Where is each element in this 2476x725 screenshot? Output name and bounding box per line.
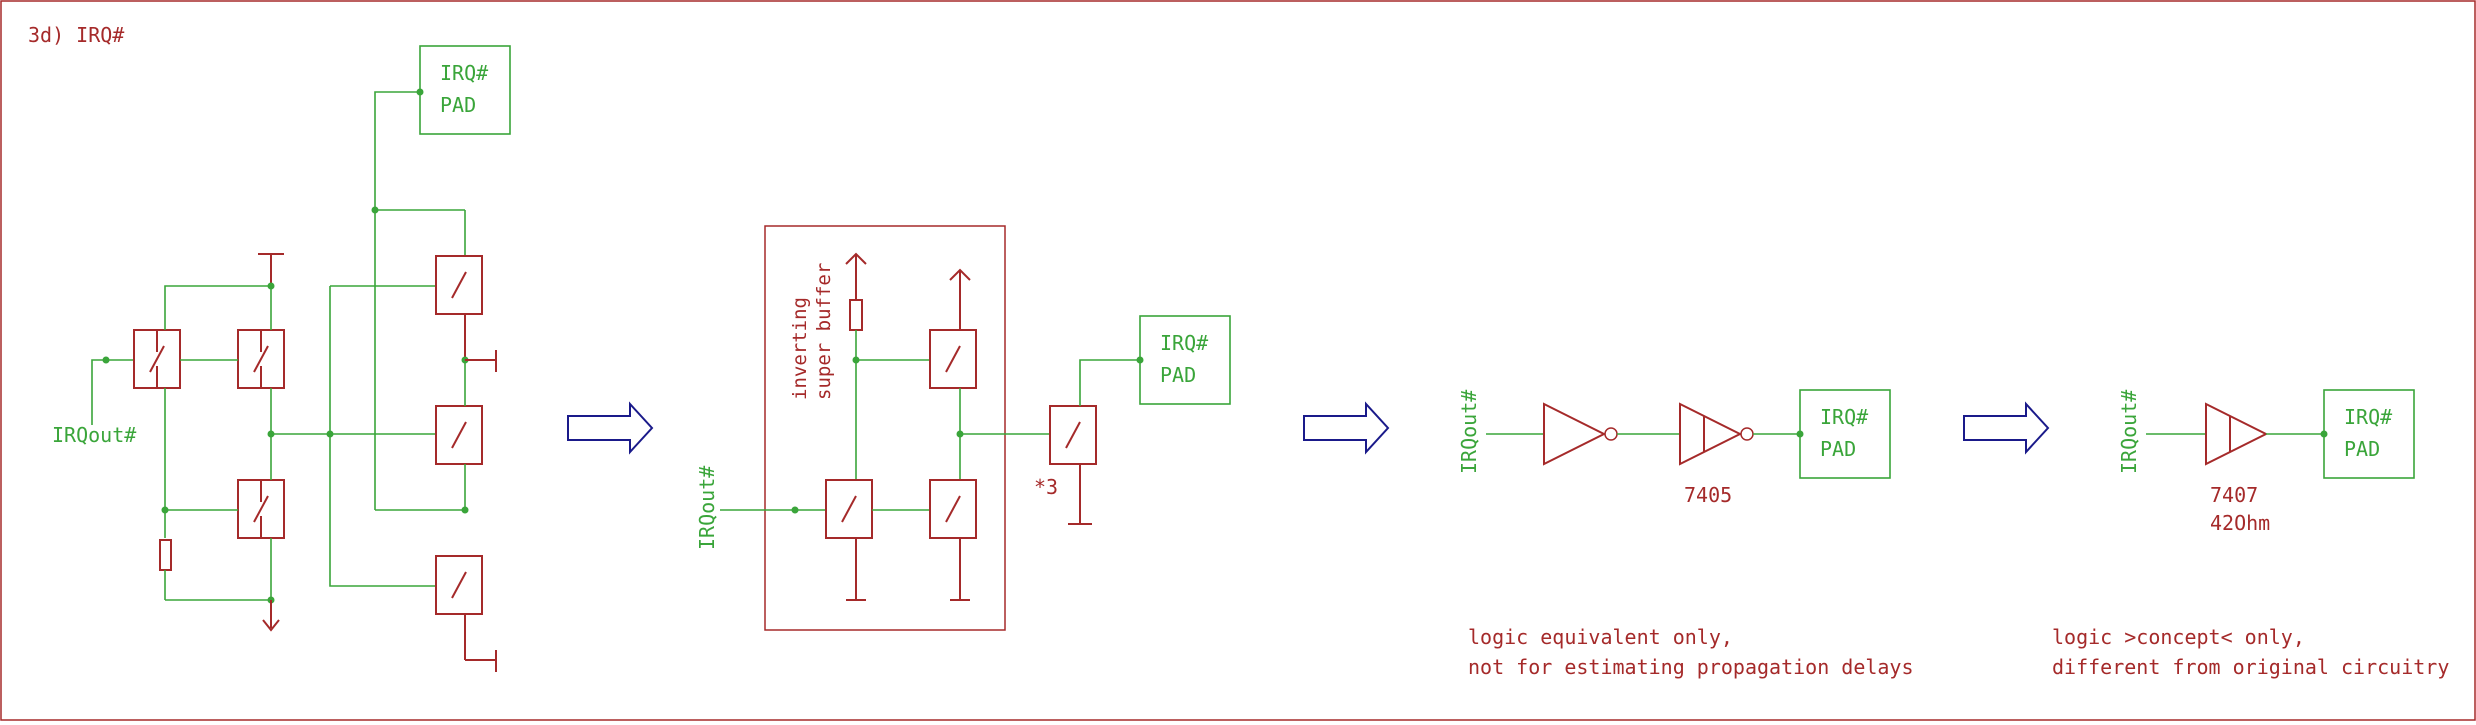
stage1-input-label: IRQout# xyxy=(52,423,136,447)
note1-line1: logic equivalent only, xyxy=(1468,625,1733,649)
transition-arrow-3 xyxy=(1963,401,2050,455)
stage1-circuit: IRQout# xyxy=(52,45,511,672)
stage3-circuit: IRQout# 7405 IRQ# PAD logic equivalent o… xyxy=(1457,389,1914,679)
inverter-1 xyxy=(1543,402,1618,466)
pad-box-1: IRQ# PAD xyxy=(419,45,511,135)
switch-c xyxy=(237,479,285,539)
stage2-input-label: IRQout# xyxy=(695,466,719,550)
buffer-label-1: inverting xyxy=(789,297,811,400)
note1-line2: not for estimating propagation delays xyxy=(1468,655,1914,679)
stage2-circuit: inverting super buffer IRQout# xyxy=(695,225,1231,631)
switch-h xyxy=(929,329,977,389)
switch-e xyxy=(435,405,483,465)
buffer-label-2: super buffer xyxy=(813,263,835,400)
switch-f xyxy=(435,555,483,615)
stage4-input-label: IRQout# xyxy=(2117,390,2141,474)
chip-7407-label: 7407 xyxy=(2210,483,2258,507)
transition-arrow-1 xyxy=(567,401,654,455)
transition-arrow-2 xyxy=(1303,401,1390,455)
switch-b xyxy=(237,329,285,389)
inverter-7405 xyxy=(1679,402,1754,466)
note2-line1: logic >concept< only, xyxy=(2052,625,2305,649)
buffer-7407 xyxy=(2205,402,2269,466)
switch-d xyxy=(435,255,483,360)
page-title: 3d) IRQ# xyxy=(28,23,124,47)
svg-text:PAD: PAD xyxy=(1820,437,1856,461)
stage3-input-label: IRQout# xyxy=(1457,390,1481,474)
svg-text:IRQ#: IRQ# xyxy=(440,61,488,85)
svg-text:IRQ#: IRQ# xyxy=(2344,405,2392,429)
multiplier-label: *3 xyxy=(1034,475,1058,499)
switch-output xyxy=(1049,405,1097,465)
pad-box-3: IRQ# PAD xyxy=(1799,389,1891,479)
pad-box-4: IRQ# PAD xyxy=(2323,389,2415,479)
switch-a xyxy=(133,329,181,389)
svg-text:IRQ#: IRQ# xyxy=(1820,405,1868,429)
note2-line2: different from original circuitry xyxy=(2052,655,2449,679)
svg-text:PAD: PAD xyxy=(1160,363,1196,387)
svg-text:IRQ#: IRQ# xyxy=(1160,331,1208,355)
svg-text:PAD: PAD xyxy=(440,93,476,117)
super-buffer-box xyxy=(764,225,1006,631)
switch-g xyxy=(825,479,873,539)
switch-i xyxy=(929,479,977,539)
svg-text:PAD: PAD xyxy=(2344,437,2380,461)
pad-box-2: IRQ# PAD xyxy=(1139,315,1231,405)
chip-7407-res: 42Ohm xyxy=(2210,511,2270,535)
stage4-circuit: IRQout# 7407 42Ohm IRQ# PAD logic >conce… xyxy=(2052,389,2449,679)
chip-7405-label: 7405 xyxy=(1684,483,1732,507)
